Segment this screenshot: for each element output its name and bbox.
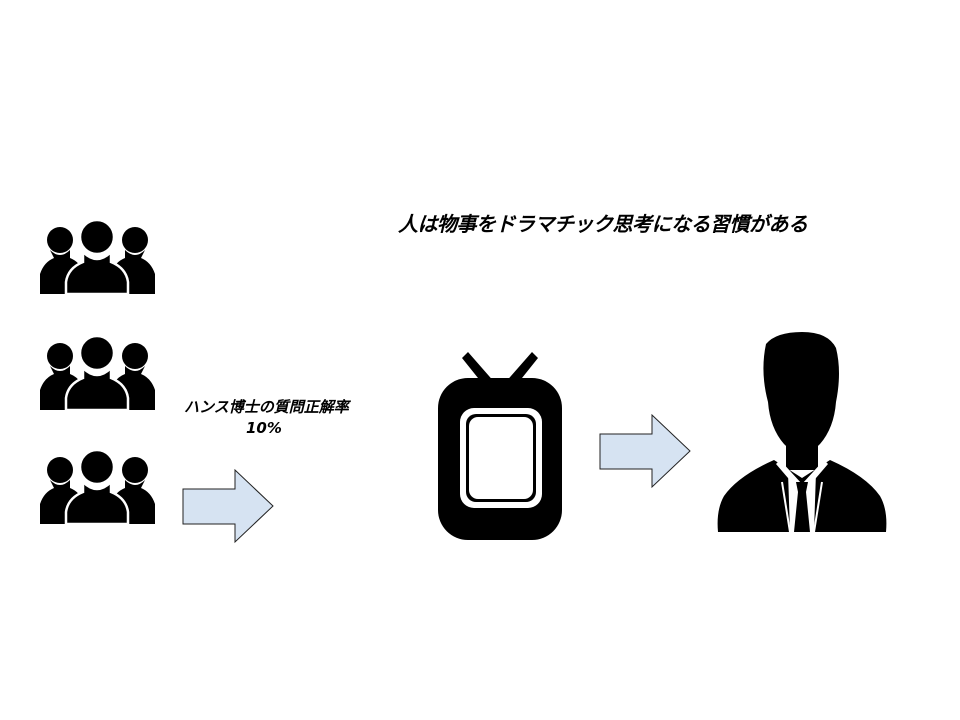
right-arrow-icon [599, 414, 691, 488]
tv-icon [438, 352, 562, 540]
people-group-icon [40, 450, 156, 526]
caption-percentage: 10% [246, 419, 282, 437]
people-group-icon [40, 336, 156, 412]
accuracy-caption: ハンス博士の質問正解率 10% [184, 397, 349, 439]
people-group-icon [40, 220, 156, 296]
businessman-icon [717, 332, 887, 533]
caption-title: ハンス博士の質問正解率 [184, 398, 349, 416]
headline: 人は物事をドラマチック思考になる習慣がある [398, 212, 808, 236]
right-arrow-icon [182, 469, 274, 543]
